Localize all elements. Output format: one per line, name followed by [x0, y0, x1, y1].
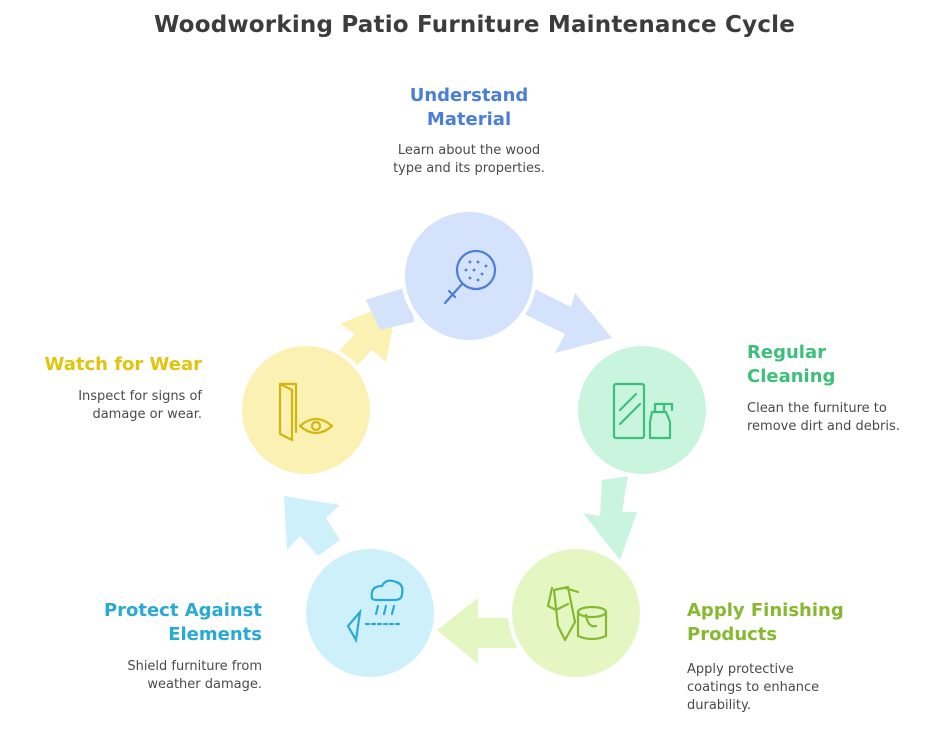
step-desc-line: coatings to enhance [687, 680, 820, 695]
step-desc-line: Inspect for signs of [78, 389, 202, 404]
step-title-line: Apply Finishing [687, 600, 844, 621]
step-desc-understand-material: Learn about the wood type and its proper… [364, 142, 574, 178]
node-understand-material [401, 208, 537, 344]
step-desc-watch-wear: Inspect for signs of damage or wear. [10, 388, 202, 424]
step-title-line: Protect Against [103, 600, 262, 621]
node-apply-finishing [508, 545, 644, 681]
node-protect-elements [302, 545, 438, 681]
step-title-line: Products [687, 624, 778, 645]
step-desc-line: Apply protective [687, 662, 794, 677]
step-desc-line: damage or wear. [92, 407, 202, 422]
step-title-understand-material: Understand Material [364, 84, 574, 132]
step-title-line: Elements [168, 624, 262, 645]
step-title-line: Material [426, 109, 512, 130]
paintbrush-can-icon [546, 585, 608, 642]
step-title-line: Understand [409, 85, 529, 106]
magnifier-icon [443, 249, 497, 305]
step-desc-regular-cleaning: Clean the furniture to remove dirt and d… [747, 400, 943, 436]
spray-bottle-icon [612, 382, 674, 440]
arrow-finishing-to-protect [437, 598, 522, 664]
cycle-arrows [284, 286, 637, 664]
step-title-line: Watch for Wear [44, 354, 203, 375]
step-title-line: Regular [747, 342, 826, 363]
arrow-material-to-cleaning [520, 288, 612, 353]
step-title-regular-cleaning: Regular Cleaning [747, 341, 937, 389]
step-desc-line: durability. [687, 698, 751, 713]
step-desc-line: Learn about the wood [397, 143, 541, 158]
arrow-cleaning-to-finishing [583, 476, 637, 560]
arrow-tail-material [366, 286, 414, 330]
step-desc-line: weather damage. [147, 677, 262, 692]
arrow-protect-to-watch [284, 496, 340, 556]
step-title-apply-finishing: Apply Finishing Products [687, 599, 907, 647]
step-desc-line: type and its properties. [393, 161, 545, 176]
step-title-protect-elements: Protect Against Elements [40, 599, 262, 647]
step-title-line: Cleaning [747, 366, 836, 387]
step-desc-protect-elements: Shield furniture from weather damage. [40, 658, 262, 694]
diagram-title: Woodworking Patio Furniture Maintenance … [153, 12, 796, 38]
node-regular-cleaning [574, 342, 710, 478]
step-desc-line: Shield furniture from [127, 659, 262, 674]
rain-shield-icon [346, 579, 404, 644]
step-desc-apply-finishing: Apply protective coatings to enhance dur… [687, 661, 887, 715]
step-desc-line: remove dirt and debris. [747, 419, 900, 434]
step-title-watch-wear: Watch for Wear [10, 353, 203, 377]
node-watch-wear [238, 342, 374, 478]
door-eye-icon [278, 382, 334, 442]
step-desc-line: Clean the furniture to [747, 401, 887, 416]
